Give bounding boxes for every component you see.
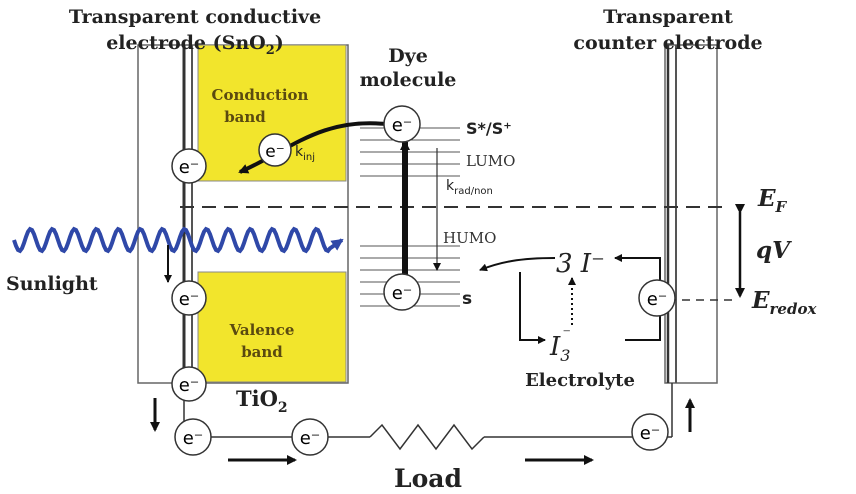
triiodide-label: I3⁻: [549, 324, 571, 365]
sunlight-label: Sunlight: [6, 273, 98, 295]
svg-text:e⁻: e⁻: [179, 375, 200, 396]
tio2-label: TiO2: [236, 386, 288, 416]
electron: e⁻: [638, 279, 676, 317]
electron: e⁻: [174, 418, 212, 456]
iodide-label: 3 I⁻: [556, 249, 605, 279]
svg-text:e⁻: e⁻: [647, 289, 668, 310]
svg-text:e⁻: e⁻: [392, 283, 413, 304]
electron: e⁻: [383, 105, 421, 143]
ef-label: EF: [757, 185, 788, 216]
sunlight-wave: [12, 226, 344, 254]
load-resistor: [369, 423, 485, 451]
kinj-label: kinj: [295, 144, 315, 163]
electron: e⁻: [291, 418, 329, 456]
svg-text:e⁻: e⁻: [640, 423, 661, 444]
electrolyte-bracket-left: [519, 272, 546, 344]
svg-text:e⁻: e⁻: [183, 428, 204, 449]
dye-title-line2: molecule: [360, 69, 457, 91]
krad-label: krad/non: [446, 178, 493, 197]
electron: e⁻: [171, 148, 207, 184]
electron: e⁻: [383, 273, 421, 311]
electron: e⁻: [171, 366, 207, 402]
svg-text:e⁻: e⁻: [179, 289, 200, 310]
svg-text:e⁻: e⁻: [179, 157, 200, 178]
conduction-band-label-2: band: [224, 108, 266, 126]
tco-title-line1: Transparent conductive: [69, 6, 321, 28]
humo-label: HUMO: [443, 229, 496, 247]
valence-band-label-1: Valence: [229, 321, 295, 339]
valence-band: [197, 271, 347, 383]
load-label: Load: [394, 464, 462, 493]
conduction-band-label-1: Conduction: [212, 86, 309, 104]
regeneration-arrow: [479, 257, 556, 272]
lumo-label: LUMO: [466, 152, 515, 170]
s-star-label: S*/S⁺: [466, 119, 512, 138]
counter-title-line2: counter electrode: [573, 32, 762, 54]
eredox-label: Eredox: [751, 287, 817, 318]
dye-title-line1: Dye: [388, 45, 428, 67]
valence-band-label-2: band: [241, 343, 283, 361]
svg-text:e⁻: e⁻: [300, 428, 321, 449]
electron: e⁻: [171, 280, 207, 316]
counter-title-line1: Transparent: [603, 6, 733, 28]
electrolyte-label: Electrolyte: [525, 370, 635, 391]
qv-label: qV: [756, 237, 792, 264]
svg-text:e⁻: e⁻: [265, 142, 284, 162]
tco-title-line2: electrode (SnO2): [106, 32, 284, 58]
electron: e⁻: [631, 413, 669, 451]
svg-text:e⁻: e⁻: [392, 115, 413, 136]
electron: e⁻: [258, 133, 292, 167]
counter-electrode-panel: [664, 44, 718, 384]
injection-arrow: [238, 121, 386, 174]
s-label: s: [462, 289, 472, 309]
